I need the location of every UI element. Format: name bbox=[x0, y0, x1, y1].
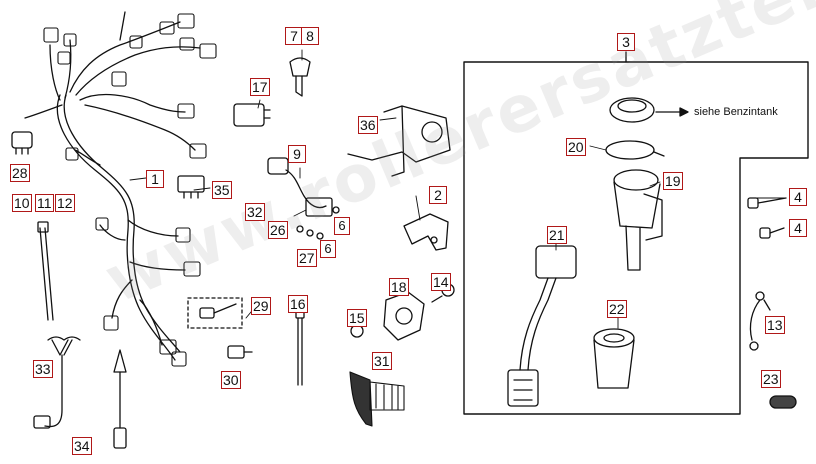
lamp-wire-part bbox=[267, 157, 333, 217]
label-part-22: 22 bbox=[607, 300, 627, 318]
label-part-6-lower: 6 bbox=[320, 240, 336, 258]
label-part-17: 17 bbox=[250, 78, 270, 96]
switch-18-part bbox=[383, 291, 425, 341]
label-part-18: 18 bbox=[389, 278, 409, 296]
label-part-31: 31 bbox=[372, 352, 392, 370]
dashed-box-29 bbox=[187, 297, 243, 329]
see-fuel-tank-note: siehe Benzintank bbox=[694, 106, 778, 118]
leader-lines bbox=[129, 49, 787, 329]
label-part-2: 2 bbox=[429, 186, 447, 204]
bolt-4-lower-part bbox=[759, 227, 785, 239]
connector-30-part bbox=[227, 345, 253, 359]
label-part-34: 34 bbox=[72, 437, 92, 455]
label-part-33: 33 bbox=[33, 360, 53, 378]
wire-29 bbox=[213, 303, 237, 314]
grommet-31-part bbox=[349, 371, 405, 427]
label-part-27: 27 bbox=[297, 249, 317, 267]
probe-part bbox=[113, 349, 127, 449]
bracket-2-part bbox=[403, 213, 449, 251]
bracket-36-part bbox=[347, 105, 451, 177]
label-part-11: 11 bbox=[35, 194, 54, 212]
label-part-19: 19 bbox=[663, 172, 683, 190]
switch-part bbox=[233, 103, 271, 127]
fuel-sender-part bbox=[609, 97, 689, 123]
label-part-13: 13 bbox=[765, 316, 785, 334]
sleeve-23-part bbox=[769, 395, 797, 409]
label-part-6-upper: 6 bbox=[334, 217, 350, 235]
label-part-21: 21 bbox=[547, 226, 567, 244]
sensor-part bbox=[33, 336, 81, 429]
label-part-4-lower: 4 bbox=[789, 219, 807, 237]
label-part-29: 29 bbox=[251, 297, 271, 315]
key-part bbox=[289, 57, 311, 97]
wiring-harness bbox=[24, 11, 201, 361]
label-part-9: 9 bbox=[288, 145, 306, 163]
label-part-30: 30 bbox=[221, 371, 241, 389]
label-part-26: 26 bbox=[268, 221, 288, 239]
label-part-32: 32 bbox=[245, 203, 265, 221]
label-part-35: 35 bbox=[212, 181, 232, 199]
cable-tie-part bbox=[37, 221, 54, 321]
cap-22-part bbox=[593, 328, 635, 389]
label-part-4-upper: 4 bbox=[789, 188, 807, 206]
label-part-23: 23 bbox=[761, 370, 781, 388]
label-part-20: 20 bbox=[566, 138, 586, 156]
connector-29 bbox=[199, 307, 215, 319]
label-part-28: 28 bbox=[10, 164, 30, 182]
group-3-frame bbox=[463, 61, 809, 415]
screw-27 bbox=[306, 229, 314, 237]
label-part-14: 14 bbox=[431, 273, 451, 291]
bolt-16-part bbox=[295, 309, 305, 386]
bolt-4-upper-part bbox=[747, 197, 787, 209]
relay-part bbox=[11, 131, 33, 155]
label-part-3: 3 bbox=[617, 33, 635, 51]
gasket-20-part bbox=[605, 140, 665, 160]
label-part-1: 1 bbox=[146, 170, 164, 188]
lock-cylinder-19-part bbox=[613, 169, 663, 271]
harness-connectors bbox=[43, 13, 217, 367]
relay-35-part bbox=[177, 175, 205, 199]
wire-13-part bbox=[749, 291, 771, 351]
label-part-10: 10 bbox=[12, 194, 32, 212]
plug-21-part bbox=[507, 245, 577, 407]
label-part-36: 36 bbox=[358, 116, 378, 134]
label-part-12: 12 bbox=[55, 194, 75, 212]
screw-6b bbox=[316, 232, 324, 240]
screw-26 bbox=[296, 225, 304, 233]
screw-6a bbox=[332, 206, 340, 214]
label-part-16: 16 bbox=[288, 295, 308, 313]
label-part-15: 15 bbox=[347, 309, 367, 327]
label-part-8: 8 bbox=[301, 27, 319, 45]
